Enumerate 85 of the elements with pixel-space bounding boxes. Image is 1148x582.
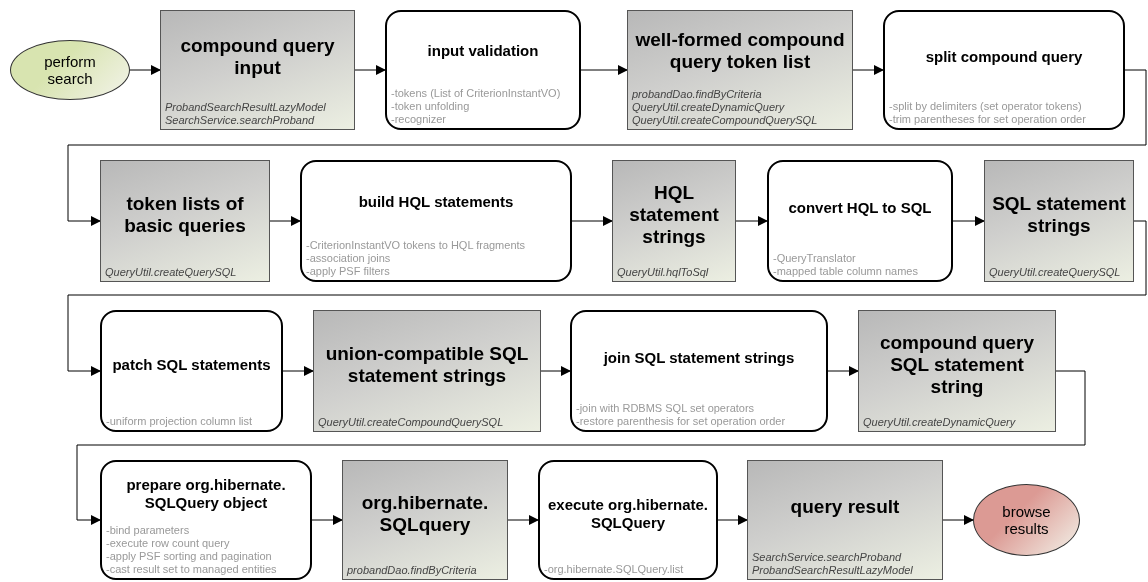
step-note: -trim parentheses for set operation order	[889, 113, 1087, 126]
method-name: QueryUtil.createQuerySQL	[105, 266, 238, 279]
method-name: QueryUtil.createQuerySQL	[989, 266, 1122, 279]
data-box	[313, 310, 541, 432]
node-title: HQL statement strings	[628, 181, 720, 248]
node-title: org.hibernate. SQLquery	[360, 491, 490, 536]
method-name: QueryUtil.createCompoundQuerySQL	[632, 114, 819, 127]
process-box	[883, 10, 1125, 130]
arrow	[269, 216, 301, 226]
node-title: well-formed compound query token list	[634, 28, 846, 73]
process-box	[100, 310, 283, 432]
node-title: prepare org.hibernate. SQLQuery object	[125, 476, 287, 512]
process-box	[570, 310, 828, 432]
step-note: -association joins	[306, 252, 392, 265]
node-title: input validation	[427, 41, 539, 60]
arrow	[76, 370, 1086, 525]
process-box	[385, 10, 581, 130]
node-title: query result	[790, 496, 900, 518]
arrow	[852, 65, 884, 75]
step-note: -apply PSF filters	[306, 265, 391, 278]
method-name: QueryUtil.createDynamicQuery	[863, 416, 1017, 429]
node-title: convert HQL to SQL	[788, 199, 932, 217]
arrow	[952, 216, 985, 226]
arrow	[67, 220, 1147, 376]
step-note: -tokens (List of CriterionInstantVO)	[391, 87, 562, 100]
method-name: QueryUtil.createDynamicQuery	[632, 101, 786, 114]
arrow	[129, 65, 161, 75]
method-name: QueryUtil.createCompoundQuerySQL	[318, 416, 505, 429]
node-title: compound query input	[179, 35, 336, 79]
arrow	[311, 515, 343, 525]
step-note: -token unfolding	[391, 100, 471, 113]
process-box	[767, 160, 953, 282]
process-box	[100, 460, 312, 580]
method-name: QueryUtil.hqlToSql	[617, 266, 710, 279]
arrow	[942, 515, 974, 525]
node-title: browse results	[1001, 503, 1052, 537]
method-name: probandDao.findByCriteria	[347, 564, 478, 577]
step-note: -mapped table column names	[773, 265, 919, 278]
arrow	[540, 366, 571, 376]
arrow	[827, 366, 859, 376]
step-note: -uniform projection column list	[106, 415, 254, 428]
arrow	[282, 366, 314, 376]
data-box	[612, 160, 736, 282]
step-note: -QueryTranslator	[773, 252, 857, 265]
node-title: patch SQL statements	[112, 355, 271, 374]
data-box	[747, 460, 943, 580]
arrow	[507, 515, 539, 525]
step-note: -restore parenthesis for set operation order	[576, 415, 787, 428]
arrow	[571, 216, 613, 226]
step-note: -bind parameters	[106, 524, 191, 537]
data-box	[984, 160, 1134, 282]
method-name: SearchService.searchProband	[752, 551, 903, 564]
node-title: execute org.hibernate. SQLQuery	[546, 495, 710, 532]
step-note: -apply PSF sorting and pagination	[106, 550, 273, 563]
process-box	[300, 160, 572, 282]
arrow	[67, 69, 1147, 226]
node-title: perform search	[43, 53, 97, 87]
step-note: -cast result set to managed entities	[106, 563, 278, 576]
step-note: -join with RDBMS SQL set operators	[576, 402, 756, 415]
process-box	[538, 460, 718, 580]
node-title: build HQL statements	[358, 192, 514, 211]
step-note: -split by delimiters (set operator tokens)	[889, 100, 1083, 113]
method-name: ProbandSearchResultLazyModel	[752, 564, 914, 577]
step-note: -org.hibernate.SQLQuery.list	[544, 563, 685, 576]
arrow	[717, 515, 748, 525]
node-title: union-compatible SQL statement strings	[324, 342, 530, 387]
data-box	[342, 460, 508, 580]
arrow	[354, 65, 386, 75]
node-title: join SQL statement strings	[603, 349, 795, 367]
arrow	[735, 216, 768, 226]
step-note: -CriterionInstantVO tokens to HQL fragments	[306, 239, 527, 252]
node-title: SQL statement strings	[991, 192, 1127, 237]
node-title: compound query SQL statement string	[878, 331, 1036, 398]
arrow	[580, 65, 628, 75]
data-box	[160, 10, 355, 130]
data-box	[858, 310, 1056, 432]
method-name: probandDao.findByCriteria	[632, 88, 763, 101]
method-name: SearchService.searchProband	[165, 114, 316, 127]
node-title: split compound query	[925, 48, 1083, 66]
step-note: -execute row count query	[106, 537, 231, 550]
data-box	[627, 10, 853, 130]
method-name: ProbandSearchResultLazyModel	[165, 101, 327, 114]
step-note: -recognizer	[391, 113, 448, 126]
node-title: token lists of basic queries	[123, 192, 247, 237]
data-box	[100, 160, 270, 282]
